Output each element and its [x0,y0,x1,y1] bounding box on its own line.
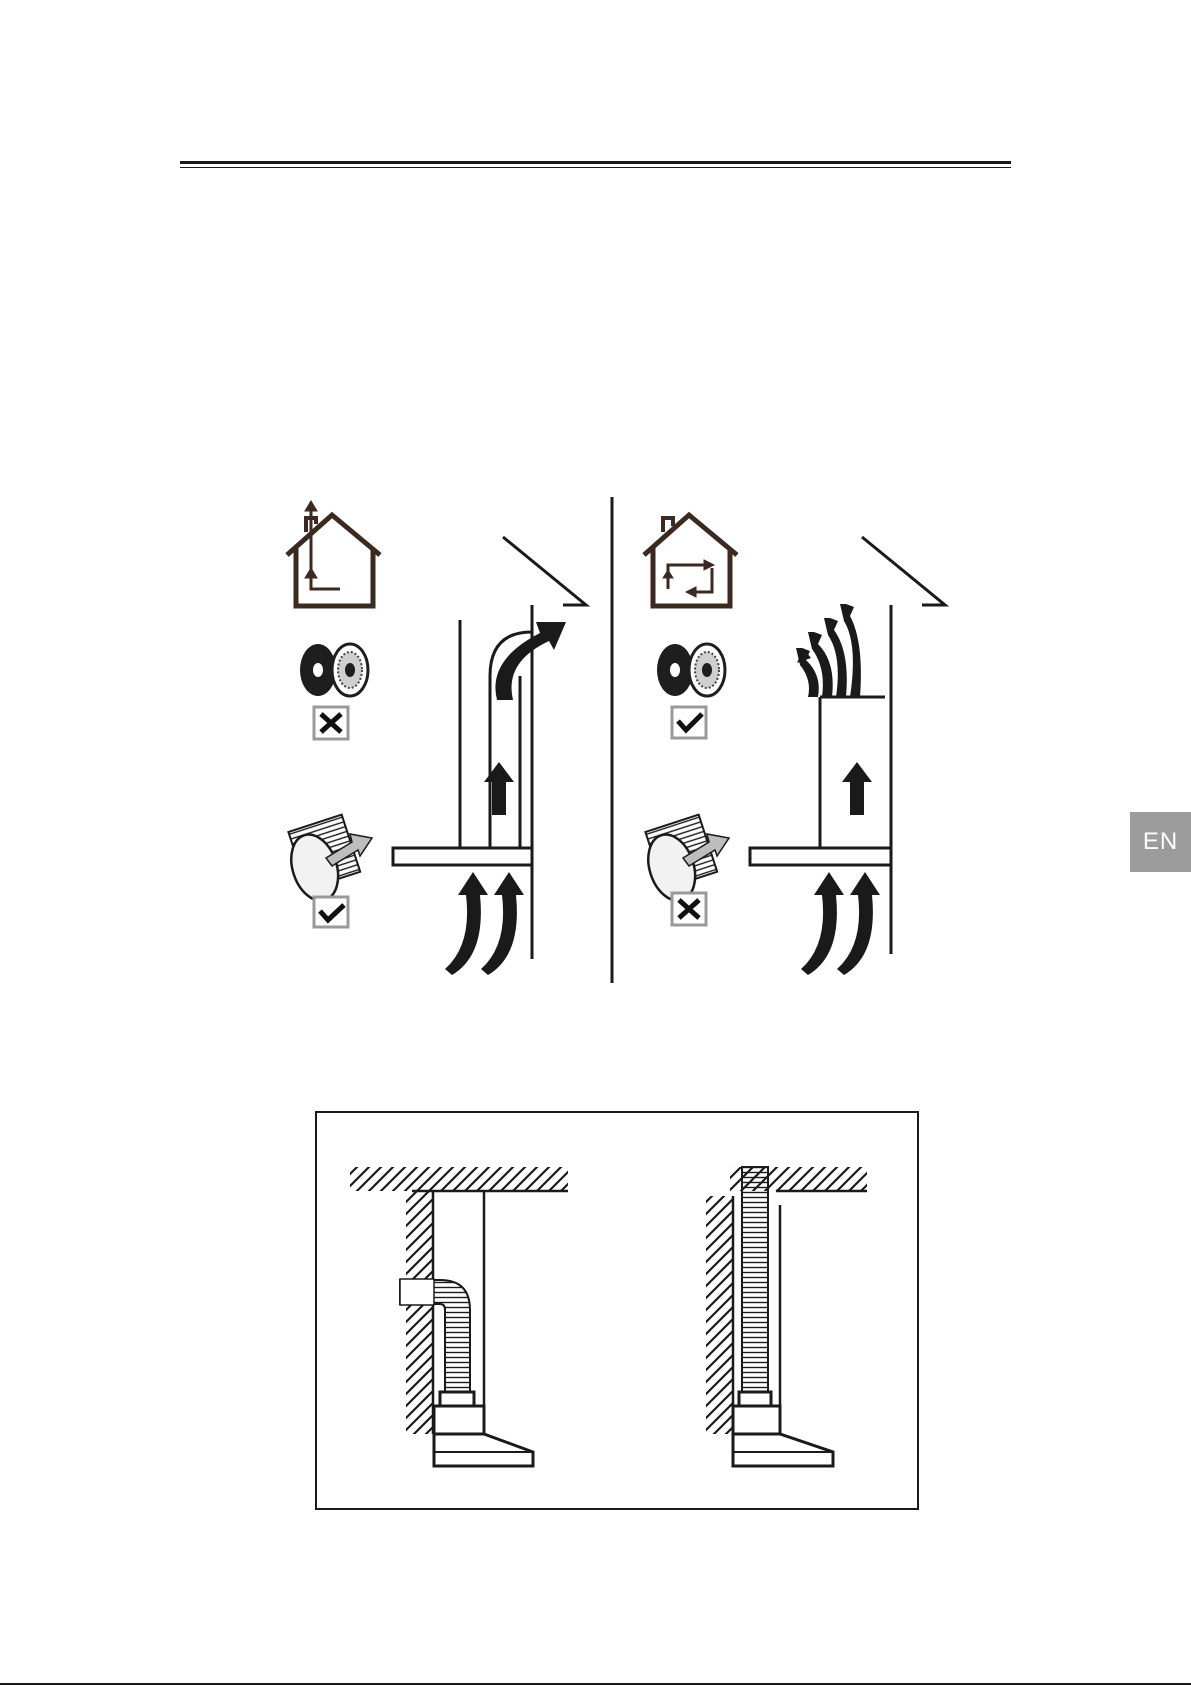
language-tab: EN [1130,812,1191,872]
hood-recirculation-diagram [750,537,945,954]
check-box-icon [314,897,348,927]
check-box-icon [672,707,706,738]
carbon-filter-icon [300,644,368,696]
cross-box-icon [314,707,348,739]
carbon-filter-icon [657,644,725,696]
house-recirculation-icon [644,515,737,606]
flexible-duct-icon [283,815,372,907]
house-exhaust-icon [287,501,380,606]
airflow-arrows [796,604,880,975]
airflow-arrows [445,622,566,975]
cross-box-icon [672,893,706,925]
hood-exhaust-diagram [393,537,586,959]
